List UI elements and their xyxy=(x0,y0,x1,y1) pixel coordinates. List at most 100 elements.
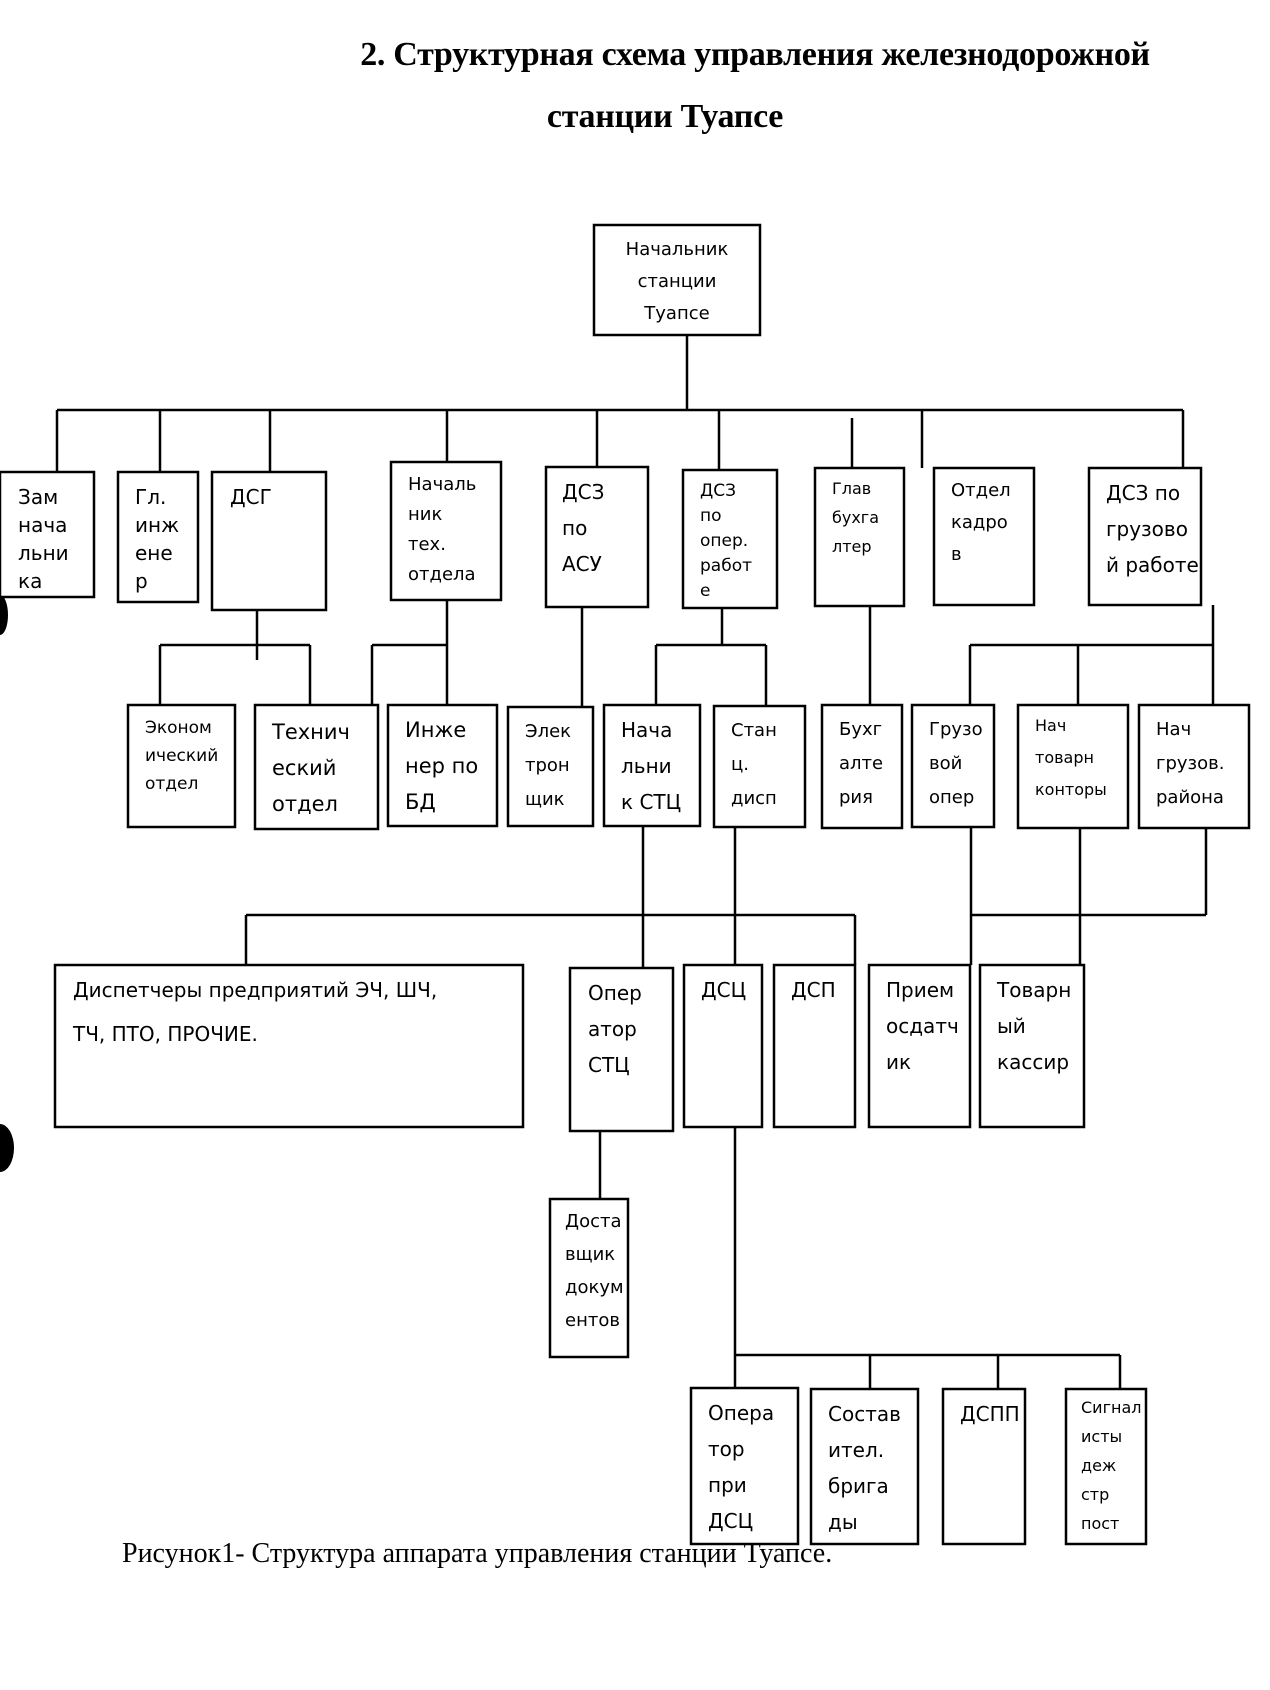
org-unit-doc-courier: Доста вщик докум ентов xyxy=(548,1197,630,1359)
unit-box xyxy=(1016,703,1130,830)
unit-label-line: ц. xyxy=(731,754,749,775)
org-unit-dsc: ДСЦ xyxy=(682,963,764,1129)
page-title: 2. Структурная схема управления железнод… xyxy=(360,36,1150,73)
unit-label-line: Доста xyxy=(565,1211,622,1232)
unit-label-line: отдел xyxy=(145,774,198,794)
org-unit-enterprise-dispatchers: Диспетчеры предприятий ЭЧ, ШЧ,ТЧ, ПТО, П… xyxy=(53,963,525,1129)
unit-label-line: брига xyxy=(828,1474,889,1498)
unit-label-line: трон xyxy=(525,755,570,776)
unit-label-line: Глав xyxy=(832,479,871,498)
unit-box xyxy=(689,1386,800,1546)
unit-label-line: Сигнал xyxy=(1081,1398,1141,1417)
unit-label-line: ый xyxy=(997,1014,1026,1038)
unit-label-line: вщик xyxy=(565,1244,615,1265)
unit-label-line: ене xyxy=(135,541,173,565)
unit-box xyxy=(210,470,328,612)
unit-label-line: Инже xyxy=(405,718,466,742)
unit-label-line: по xyxy=(700,506,722,526)
unit-label-line: работ xyxy=(700,556,752,576)
unit-box xyxy=(1064,1387,1148,1546)
unit-label-line: отдела xyxy=(408,564,476,585)
unit-box xyxy=(682,963,764,1129)
unit-label-line: Нача xyxy=(621,718,672,742)
unit-label-line: СТЦ xyxy=(588,1053,630,1077)
unit-label-line: ДСЦ xyxy=(708,1509,753,1533)
unit-label-line: ДСПП xyxy=(960,1402,1020,1426)
unit-label-line: Начальник xyxy=(626,239,729,260)
unit-label-line: Нач xyxy=(1035,716,1066,735)
unit-label-line: ДСЗ xyxy=(562,480,604,504)
unit-box xyxy=(389,460,503,602)
org-units: НачальникстанцииТуапсеЗамначальникаГл.ин… xyxy=(0,223,1251,1546)
unit-label-line: ДСП xyxy=(791,978,836,1002)
unit-label-line: ДСЦ xyxy=(701,978,746,1002)
unit-label-line: Нач xyxy=(1156,719,1191,740)
unit-label-line: льни xyxy=(18,541,69,565)
punch-hole-mark xyxy=(0,595,8,635)
punch-hole-mark xyxy=(0,1124,14,1172)
unit-box xyxy=(0,470,96,599)
unit-label-line: щик xyxy=(525,789,565,810)
org-unit-electronics: Элек трон щик xyxy=(506,705,595,828)
unit-box xyxy=(53,963,525,1129)
unit-label-line: лтер xyxy=(832,537,872,556)
unit-label-line: ка xyxy=(18,569,42,593)
unit-label-line: Отдел xyxy=(951,480,1011,501)
connector-lines xyxy=(55,336,1215,1389)
unit-label-line: дисп xyxy=(731,788,777,809)
unit-label-line: АСУ xyxy=(562,552,602,576)
unit-box xyxy=(253,703,380,831)
unit-label-line: Зам xyxy=(18,485,58,509)
unit-label-line: Состав xyxy=(828,1402,901,1426)
unit-label-line: Опера xyxy=(708,1401,774,1425)
unit-label-line: докум xyxy=(565,1277,624,1298)
unit-label-line: нача xyxy=(18,513,67,537)
unit-box xyxy=(568,966,675,1133)
unit-label-line: кадро xyxy=(951,512,1008,533)
unit-label-line: БД xyxy=(405,790,436,814)
unit-box xyxy=(867,963,972,1129)
unit-label-line: й работе xyxy=(1106,553,1199,577)
unit-label-line: р xyxy=(135,569,148,593)
unit-box xyxy=(681,468,779,610)
unit-label-line: ентов xyxy=(565,1310,620,1331)
unit-box xyxy=(592,223,762,337)
unit-label-line: ник xyxy=(408,504,442,525)
unit-label-line: при xyxy=(708,1473,747,1497)
unit-label-line: Опер xyxy=(588,981,642,1005)
unit-box xyxy=(978,963,1086,1129)
unit-box xyxy=(941,1387,1027,1546)
unit-label-line: Стан xyxy=(731,720,777,741)
unit-label-line: в xyxy=(951,544,962,565)
unit-label-line: товарн xyxy=(1035,748,1094,767)
unit-label-line: Технич xyxy=(271,720,350,744)
org-unit-dsg: ДСГ xyxy=(210,470,328,612)
unit-label-line: Элек xyxy=(525,721,571,742)
unit-label-line: ител. xyxy=(828,1438,884,1462)
org-unit-dspp: ДСПП xyxy=(941,1387,1027,1546)
unit-label-line: Бухг xyxy=(839,719,882,740)
unit-label-line: Прием xyxy=(886,978,954,1002)
unit-label-line: района xyxy=(1156,787,1224,808)
unit-box xyxy=(910,703,996,829)
unit-label-line: тор xyxy=(708,1437,745,1461)
unit-box xyxy=(126,703,237,829)
unit-label-line: алте xyxy=(839,753,883,774)
unit-label-line: ДСЗ по xyxy=(1106,481,1180,505)
unit-label-line: Началь xyxy=(408,474,476,495)
unit-label-line: пост xyxy=(1081,1514,1119,1533)
unit-label-line: по xyxy=(562,516,587,540)
